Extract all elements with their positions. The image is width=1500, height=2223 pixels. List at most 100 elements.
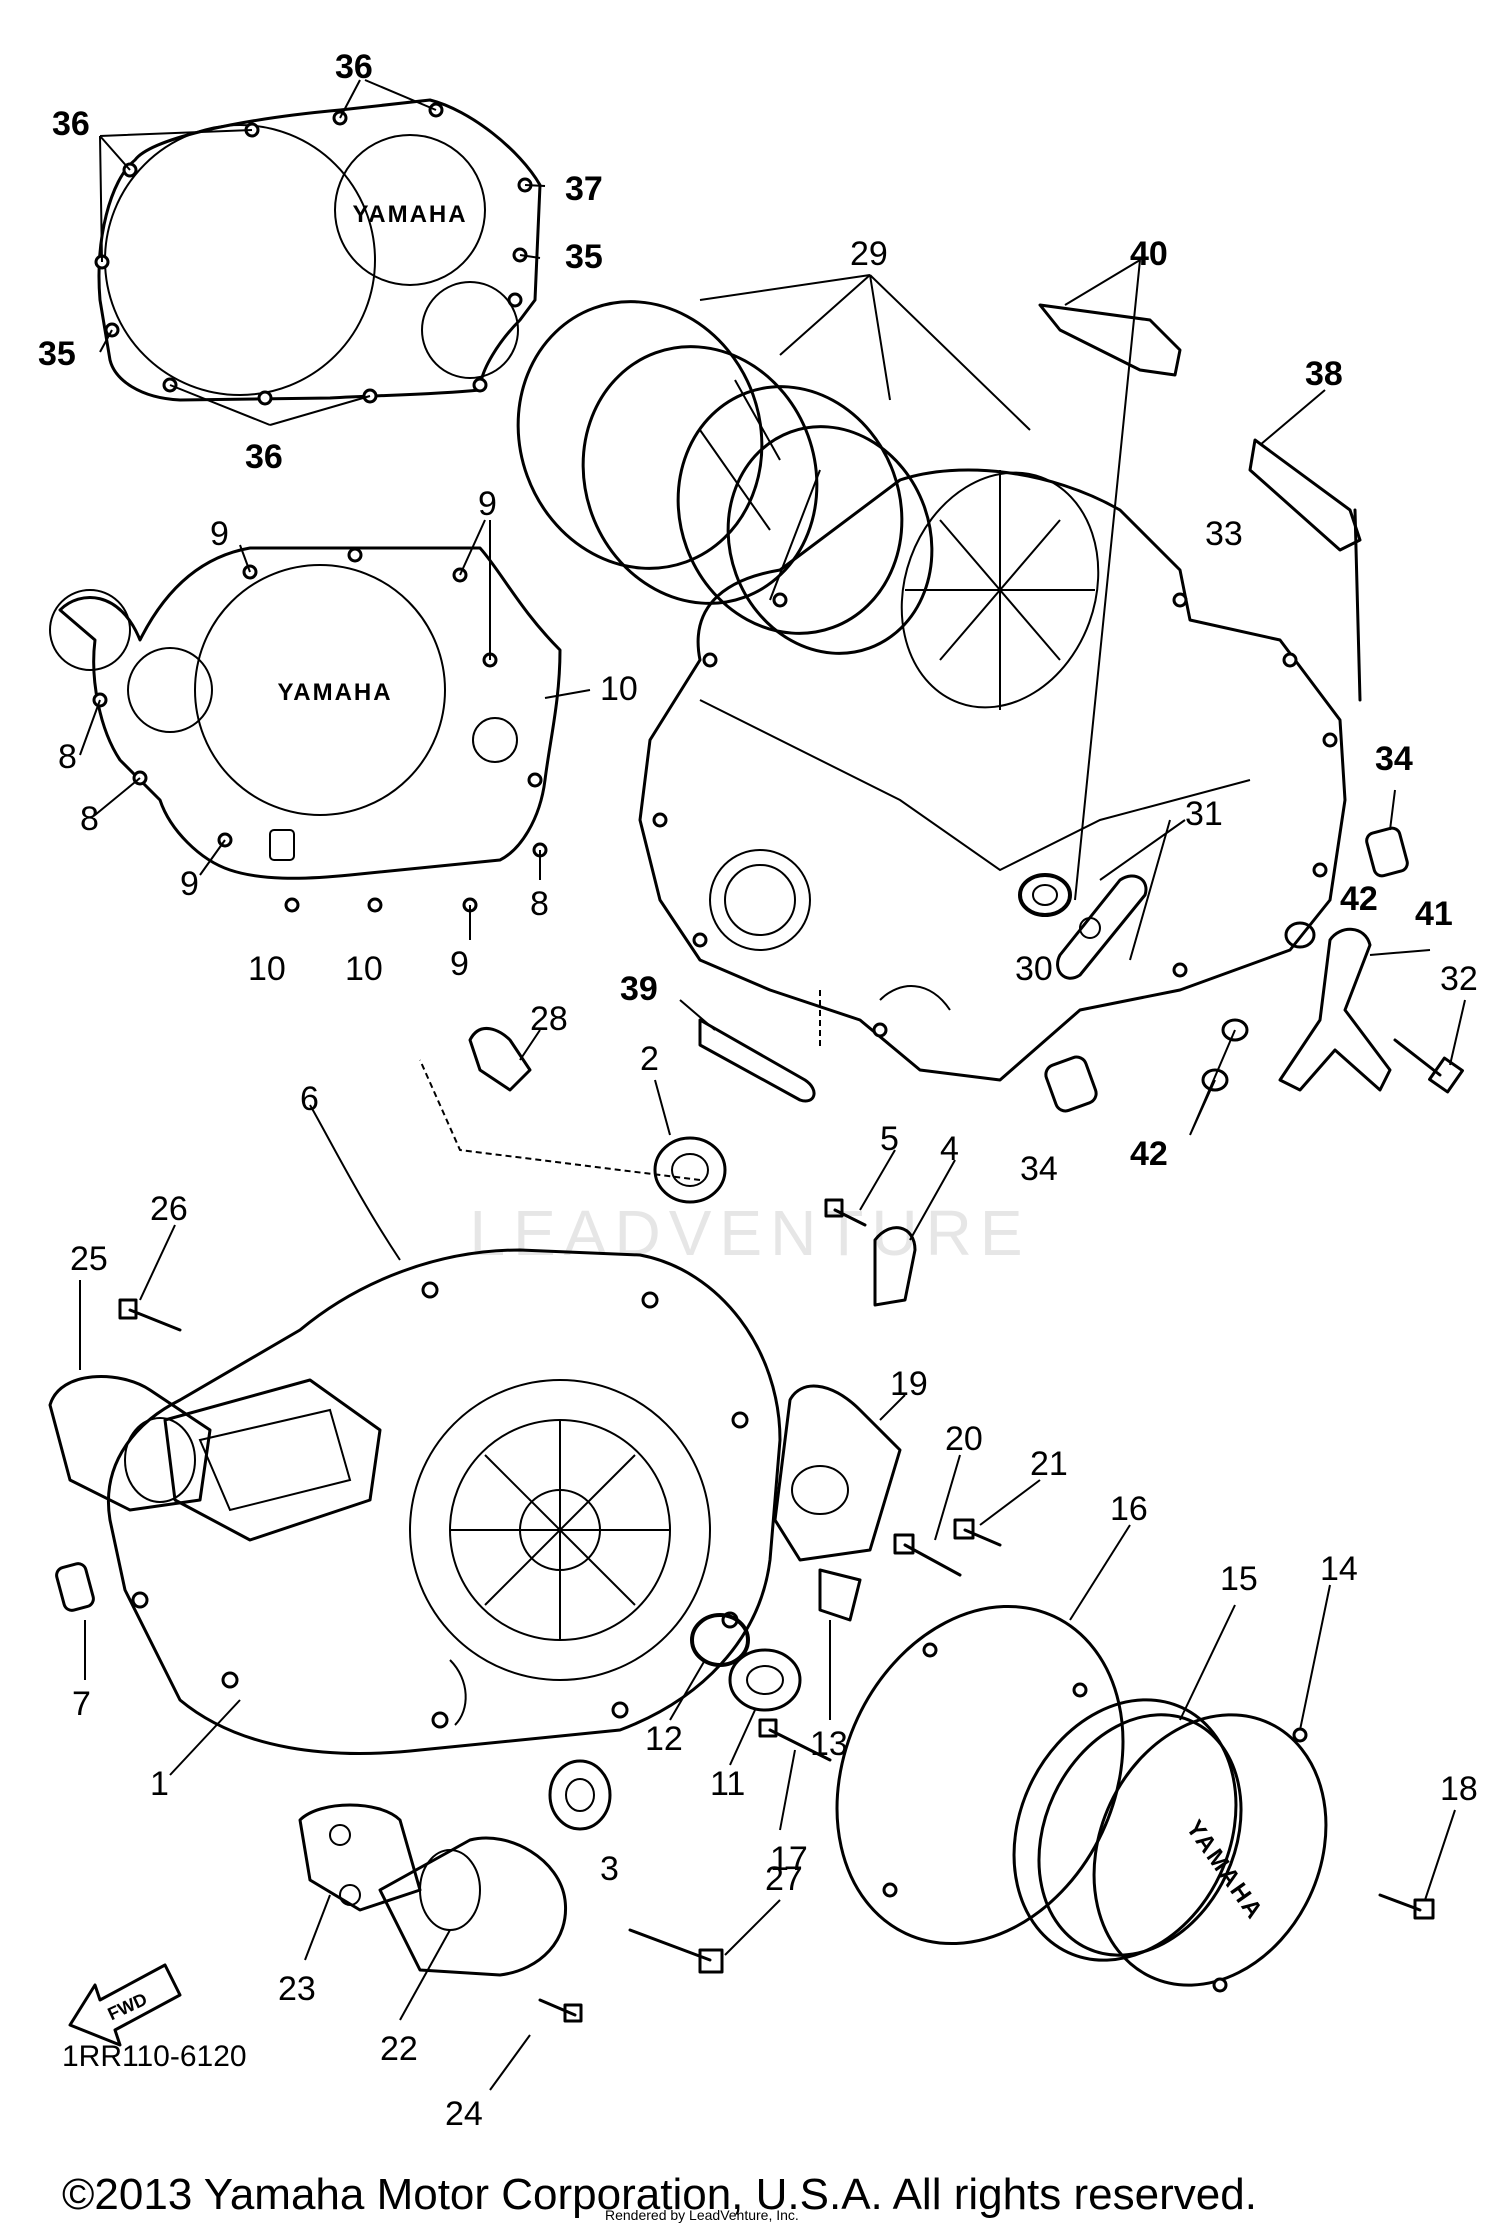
cover-25 <box>48 1375 212 1512</box>
callout-36c: 36 <box>245 438 283 476</box>
callout-39: 39 <box>620 970 658 1008</box>
callout-25: 25 <box>70 1240 108 1278</box>
logo-text: YAMAHA <box>277 679 392 706</box>
callout-30: 30 <box>1015 950 1053 988</box>
logo-text: YAMAHA <box>352 201 467 228</box>
callout-38: 38 <box>1305 355 1343 393</box>
callout-14: 14 <box>1320 1550 1358 1588</box>
callout-8c: 8 <box>530 885 549 923</box>
bracket-28 <box>468 1027 532 1092</box>
bracket-4 <box>873 1226 917 1307</box>
callout-31: 31 <box>1185 795 1223 833</box>
oil-seal-30 <box>1018 873 1072 917</box>
callout-19: 19 <box>890 1365 928 1403</box>
callout-22: 22 <box>380 2030 418 2068</box>
callout-26: 26 <box>150 1190 188 1228</box>
crankcase-cover-1 <box>107 1248 782 1755</box>
callout-20: 20 <box>945 1420 983 1458</box>
callout-2: 2 <box>640 1040 659 1078</box>
callout-7: 7 <box>72 1685 91 1723</box>
callout-13: 13 <box>810 1725 848 1763</box>
callout-37: 37 <box>565 170 603 208</box>
starter-motor-22 <box>378 1836 568 1977</box>
callout-9a: 9 <box>210 515 229 553</box>
bracket-40 <box>1038 303 1182 377</box>
callout-6: 6 <box>300 1080 319 1118</box>
callout-8a: 8 <box>58 738 77 776</box>
callout-36a: 36 <box>335 48 373 86</box>
plate-19 <box>773 1384 902 1562</box>
callout-1: 1 <box>150 1765 169 1803</box>
bolt-32 <box>1393 1038 1464 1094</box>
bracket-41 <box>1278 927 1392 1092</box>
callout-36b: 36 <box>52 105 90 143</box>
callout-17: 17 <box>770 1840 808 1878</box>
callout-16: 16 <box>1110 1490 1148 1528</box>
gasket-set-29 <box>516 300 934 655</box>
dowel-pin-34-upper <box>1365 826 1409 878</box>
plate-31 <box>1056 874 1148 980</box>
callout-42b: 42 <box>1130 1135 1168 1173</box>
callout-9c: 9 <box>180 865 199 903</box>
logo-text: YAMAHA <box>1181 1815 1269 1925</box>
callout-15: 15 <box>1220 1560 1258 1598</box>
bracket-38 <box>1248 438 1362 702</box>
crankcase-cover-33 <box>638 468 1347 1082</box>
ring-15 <box>1012 1698 1243 1962</box>
copyright-text: ©2013 Yamaha Motor Corporation, U.S.A. A… <box>62 2170 1257 2219</box>
callout-8b: 8 <box>80 800 99 838</box>
callout-12: 12 <box>645 1720 683 1758</box>
callout-29: 29 <box>850 235 888 273</box>
yamaha-logo-gasket: YAMAHA <box>277 679 392 706</box>
callout-27: 27 <box>765 1860 803 1898</box>
bolt-5 <box>824 1198 867 1227</box>
bolt-21 <box>953 1518 1002 1547</box>
callout-33: 33 <box>1205 515 1243 553</box>
callout-21: 21 <box>1030 1445 1068 1483</box>
rendered-by-text: Rendered by LeadVenture, Inc. <box>605 2207 799 2223</box>
yamaha-logo-37: YAMAHA <box>352 201 467 228</box>
yamaha-logo-14: YAMAHA <box>1181 1815 1269 1925</box>
callout-32: 32 <box>1440 960 1478 998</box>
callout-3: 3 <box>600 1850 619 1888</box>
bearing-2 <box>653 1136 727 1204</box>
dowel-pin-7 <box>55 1562 95 1612</box>
callout-23: 23 <box>278 1970 316 2008</box>
watermark: LEADVENTURE <box>470 1197 1031 1269</box>
callout-34b: 34 <box>1020 1150 1058 1188</box>
callout-34a: 34 <box>1375 740 1413 778</box>
callout-40: 40 <box>1130 235 1168 273</box>
plug-11 <box>728 1648 802 1712</box>
bolt-17 <box>758 1718 832 1762</box>
bolt-20 <box>893 1533 962 1577</box>
bolt-24 <box>538 1998 583 2023</box>
callout-4: 4 <box>940 1130 959 1168</box>
bolt-26 <box>118 1298 182 1332</box>
outer-cover-gasket: YAMAHA <box>94 98 542 406</box>
starter-housing-23 <box>298 1803 422 1912</box>
callout-28: 28 <box>530 1000 568 1038</box>
callout-18: 18 <box>1440 1770 1478 1808</box>
bearing-3 <box>548 1759 612 1831</box>
fwd-arrow-icon: FWD <box>68 1963 182 2047</box>
dowel-pin-34-lower <box>1044 1055 1098 1113</box>
clutch-cover-gasket: YAMAHA <box>49 546 562 913</box>
callout-labels: 1 2 3 4 5 6 7 8 8 8 9 9 9 9 10 10 10 11 … <box>38 48 1478 2133</box>
diagram-code: 1RR110-6120 <box>62 2040 247 2073</box>
callout-35a: 35 <box>565 238 603 276</box>
bolt-27 <box>628 1928 724 1974</box>
callout-41: 41 <box>1415 895 1453 933</box>
gasket-16 <box>835 1604 1125 1946</box>
callout-35b: 35 <box>38 335 76 373</box>
bolt-18 <box>1378 1893 1435 1920</box>
callout-24: 24 <box>445 2095 483 2133</box>
callout-9b: 9 <box>478 485 497 523</box>
callout-10c: 10 <box>345 950 383 988</box>
callout-5: 5 <box>880 1120 899 1158</box>
callout-11: 11 <box>710 1765 745 1803</box>
o-ring-42 <box>1201 921 1316 1092</box>
callout-10b: 10 <box>248 950 286 988</box>
callout-10a: 10 <box>600 670 638 708</box>
callout-9d: 9 <box>450 945 469 983</box>
